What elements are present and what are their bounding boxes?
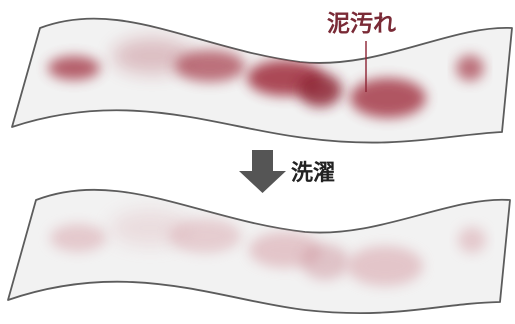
- cloth-before: [11, 17, 513, 144]
- cloth-after: [7, 188, 511, 315]
- stains-after: [50, 210, 486, 286]
- dirt-stain-label: 泥汚れ: [327, 11, 396, 37]
- wash-label: 洗濯: [291, 161, 336, 186]
- stains-before: [48, 38, 484, 118]
- down-arrow-icon: [239, 150, 286, 193]
